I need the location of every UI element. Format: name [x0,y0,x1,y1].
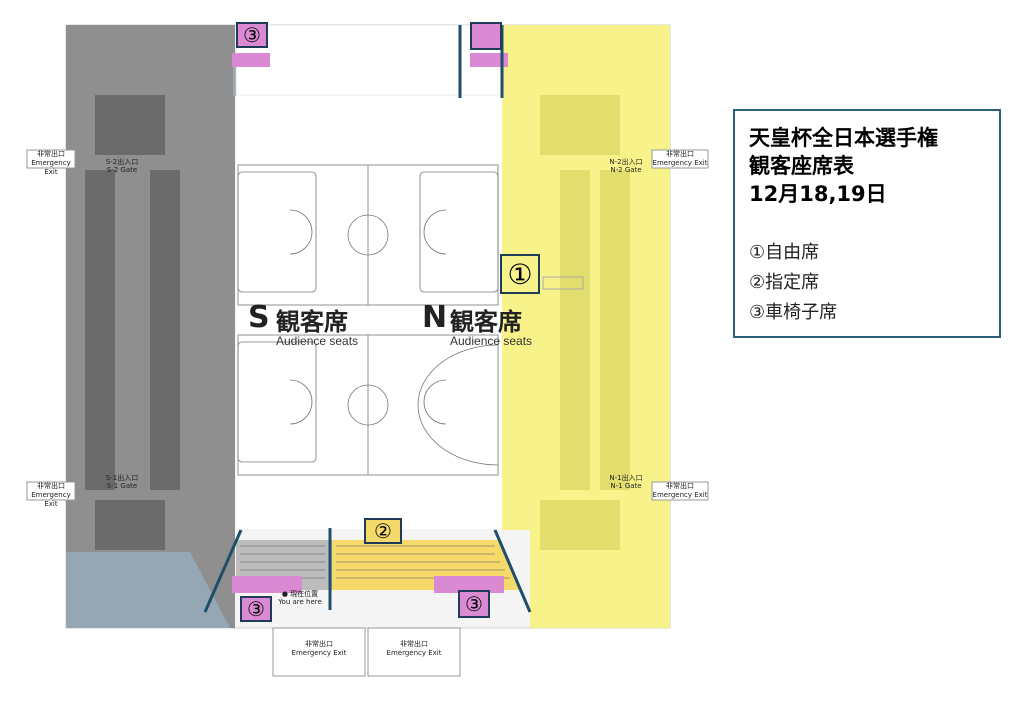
legend-title-line3: 12月18,19日 [749,182,887,206]
legend-item-wheelchair: ③車椅子席 [749,302,838,323]
legend-box: 天皇杯全日本選手権 観客座席表 12月18,19日 ①自由席 ②指定席 ③車椅子… [733,109,1001,338]
exit-right-upper [651,149,709,169]
reserved-seat-marker: ② [364,518,402,544]
wheelchair-marker-bottom-left: ③ [240,596,272,622]
south-section-label: 観客席 [276,308,348,336]
wheelchair-marker-top-right [470,22,502,50]
exit-left-lower [26,481,76,501]
legend-title-line1: 天皇杯全日本選手権 [749,126,938,150]
north-section-sub: Audience seats [450,334,533,348]
wheelchair-area-top-left [232,53,270,67]
wheelchair-area-bottom-left [232,576,302,593]
south-section-sub: Audience seats [276,334,359,348]
south-corner-area [66,552,230,628]
exit-right-lower [651,481,709,501]
south-seat-rows [85,95,180,550]
north-section-label: 観客席 [450,308,522,336]
north-seat-rows [540,95,630,550]
wheelchair-marker-top-left: ③ [236,22,268,48]
wheelchair-area-top-right [470,53,508,67]
court-area [236,25,502,529]
bottom-exit-right [367,627,461,677]
north-section-letter: N [422,300,448,335]
legend-title-line2: 観客座席表 [749,154,854,178]
south-section-letter: S [248,300,270,335]
legend-item-free: ①自由席 [749,242,820,263]
exit-left-upper [26,149,76,169]
courts [237,164,499,476]
free-seat-marker: ① [500,254,540,294]
wheelchair-area-bottom-right [434,576,504,593]
bottom-exit-left [272,627,366,677]
wheelchair-marker-bottom-right: ③ [458,590,490,618]
legend-item-reserved: ②指定席 [749,272,820,293]
